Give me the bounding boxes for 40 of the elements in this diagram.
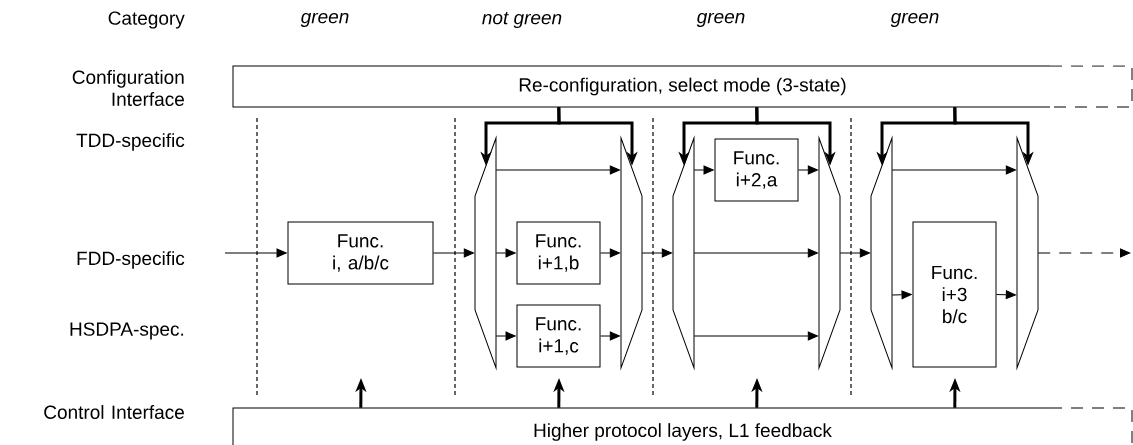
arrow [641, 248, 672, 258]
function-box: Func. i, a/b/c [287, 221, 434, 285]
multiplexer-symbol [818, 137, 841, 369]
arrow [891, 165, 1016, 175]
interface-bar: Re-configuration, select mode (3-state) [232, 65, 1133, 108]
category-label: not green [482, 11, 562, 29]
function-box: Func. i+2,a [714, 138, 799, 202]
category-label: green [300, 12, 349, 28]
arrow [996, 290, 1016, 300]
category-label: green [890, 12, 939, 28]
category-label: green [696, 12, 745, 28]
arrow [433, 248, 474, 258]
row-label: Control Interface [44, 405, 184, 419]
arrow [839, 248, 870, 258]
row-label: Configuration Interface [72, 70, 184, 106]
arrow [891, 290, 912, 300]
row-label: FDD-specific [77, 251, 185, 269]
function-box: Func. i+3 b/c [912, 221, 997, 368]
arrow [798, 165, 818, 175]
arrow [495, 165, 620, 175]
arrow [693, 165, 714, 175]
interface-bar: Higher protocol layers, L1 feedback [232, 407, 1133, 445]
arrow [693, 248, 818, 258]
arrow [495, 248, 516, 258]
arrow [600, 248, 620, 258]
arrow [495, 331, 516, 341]
function-box: Func. i+1,c [516, 304, 601, 368]
row-label: HSDPA-spec. [70, 322, 184, 340]
arrow [693, 331, 818, 341]
row-label: TDD-specific [76, 133, 185, 151]
function-box: Func. i+1,b [516, 221, 601, 285]
row-label: Category [108, 11, 185, 29]
multiplexer-symbol [620, 137, 643, 369]
demultiplexer-symbol [870, 137, 893, 369]
arrow [224, 248, 287, 258]
arrow [1037, 248, 1131, 258]
arrow [600, 331, 620, 341]
multiplexer-symbol [1016, 137, 1039, 369]
demultiplexer-symbol [672, 137, 695, 369]
demultiplexer-symbol [474, 137, 497, 369]
